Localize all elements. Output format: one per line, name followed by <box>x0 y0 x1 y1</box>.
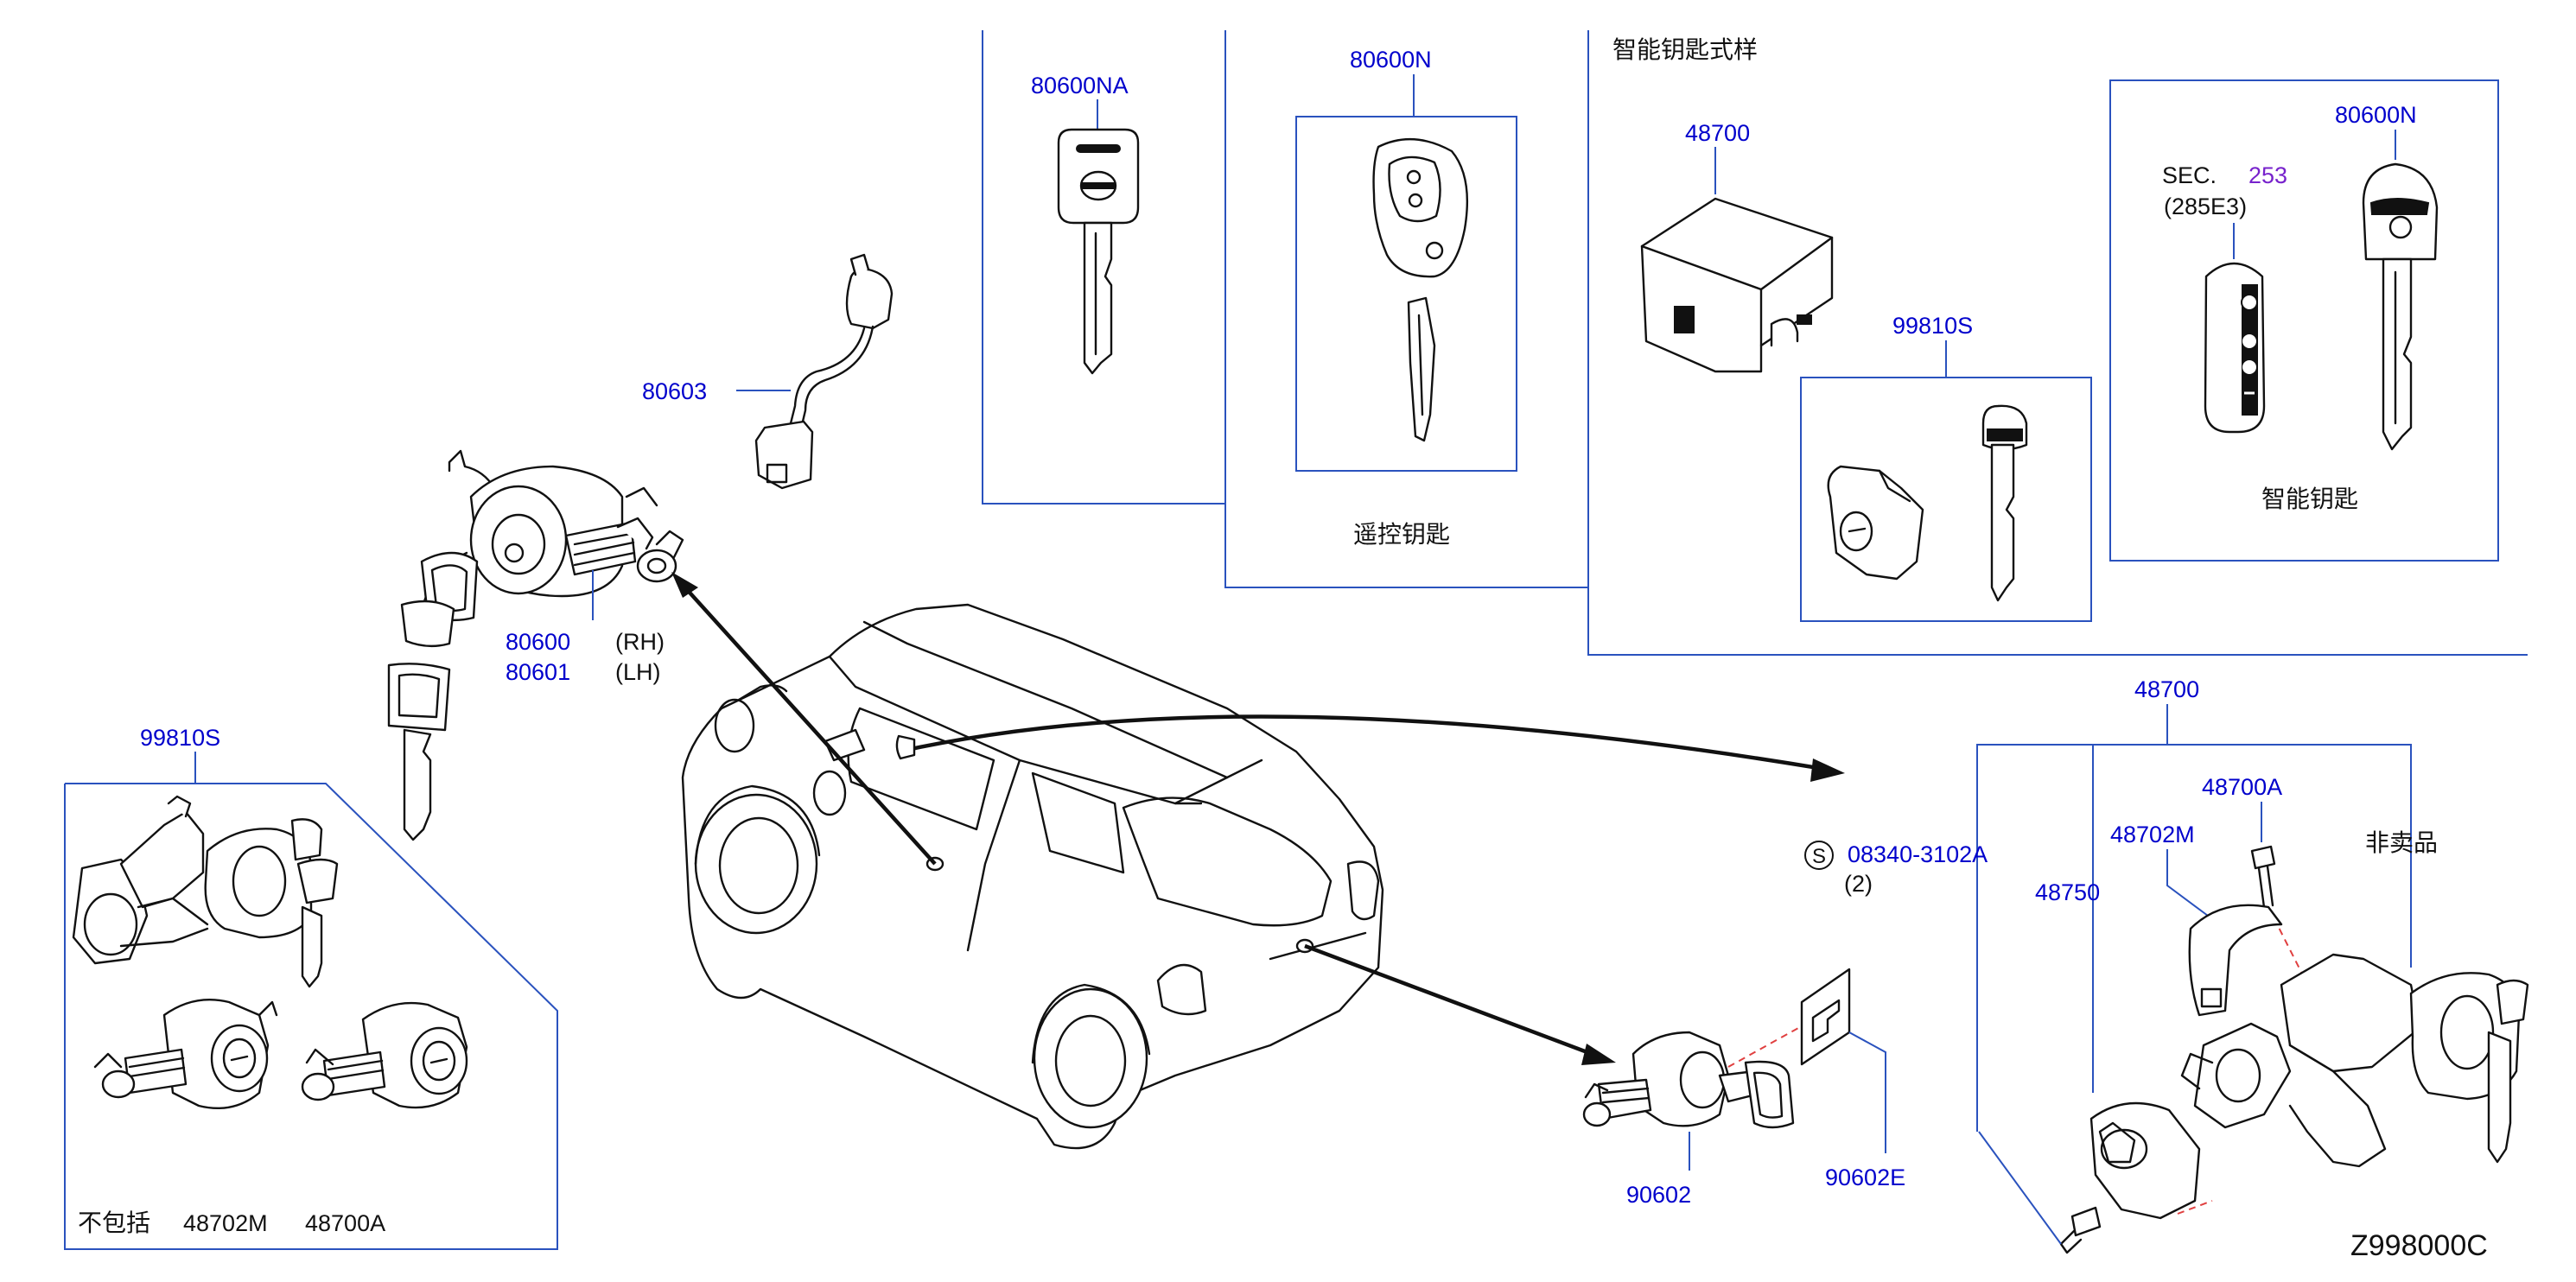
part-label-80600n-smart: 80600N <box>2335 102 2417 128</box>
part-label-99810s-top: 99810S <box>1892 313 1973 339</box>
steering-lock-cover-top: 48700 <box>1640 120 1834 373</box>
door-lock-rh-lh: 80600 (RH) 80601 (LH) <box>387 449 684 841</box>
tail-gasket-90602e: 90602E <box>1800 968 1905 1190</box>
remote-key-box <box>1295 116 1517 472</box>
excluded-part-1: 48702M <box>183 1210 268 1236</box>
vehicle-outline <box>681 603 1384 1150</box>
part-label-48700-top: 48700 <box>1685 120 1750 146</box>
part-label-90602: 90602 <box>1626 1182 1691 1208</box>
screw-symbol-letter: S <box>1812 845 1826 868</box>
part-label-80601: 80601 <box>506 659 570 685</box>
smart-key-caption: 智能钥匙 <box>2261 485 2358 513</box>
part-label-90602e: 90602E <box>1825 1165 1905 1190</box>
screw-quantity: (2) <box>1844 871 1873 897</box>
sec-label: SEC. <box>2162 162 2217 188</box>
part-label-08340-3102a: 08340-3102A <box>1848 841 1988 867</box>
part-label-80600n-remote: 80600N <box>1350 47 1432 73</box>
lh-suffix: (LH) <box>615 659 661 685</box>
excludes-label: 不包括 <box>78 1209 150 1237</box>
smart-key-emergency-key: 80600N 智能钥匙 <box>2261 102 2439 513</box>
part-label-48700: 48700 <box>2134 676 2199 702</box>
sec-number: 253 <box>2248 162 2287 188</box>
cylinder-set-top: 99810S <box>1827 313 2028 602</box>
part-label-80600: 80600 <box>506 629 570 655</box>
part-label-48750: 48750 <box>2035 879 2100 905</box>
smart-key-fob: SEC. 253 (285E3) <box>2162 162 2287 434</box>
part-label-80600na: 80600NA <box>1031 73 1129 98</box>
smart-key-type-title: 智能钥匙式样 <box>1612 35 1758 64</box>
part-label-48702m: 48702M <box>2110 822 2195 847</box>
diagram-code: Z998000C <box>2350 1229 2488 1262</box>
rh-suffix: (RH) <box>615 629 665 655</box>
part-label-80603: 80603 <box>642 378 707 404</box>
harness-80603: 80603 <box>642 253 894 490</box>
steering-lock-assembly: 48700 48700A 48702M 48750 非卖品 S 08340-31… <box>1804 676 2529 1254</box>
pointer-arrows <box>671 572 1845 1065</box>
smart-key-box <box>2109 79 2499 562</box>
remote-key-80600n: 80600N 遥控钥匙 <box>1350 47 1469 549</box>
excluded-part-2: 48700A <box>305 1210 385 1236</box>
cylinder-set-left: 99810S 不包括 48702M 48700A <box>64 725 558 1250</box>
key-blank-80600na: 80600NA <box>1031 73 1140 375</box>
part-label-99810s-left: 99810S <box>140 725 220 751</box>
sec-sub-code: (285E3) <box>2164 194 2247 219</box>
screw-symbol <box>1804 841 1834 870</box>
tail-lock-90602: 90602 <box>1582 1023 1807 1208</box>
not-for-sale-label: 非卖品 <box>2365 828 2438 857</box>
part-label-48700a: 48700A <box>2202 774 2282 800</box>
remote-key-caption: 遥控钥匙 <box>1353 520 1450 549</box>
